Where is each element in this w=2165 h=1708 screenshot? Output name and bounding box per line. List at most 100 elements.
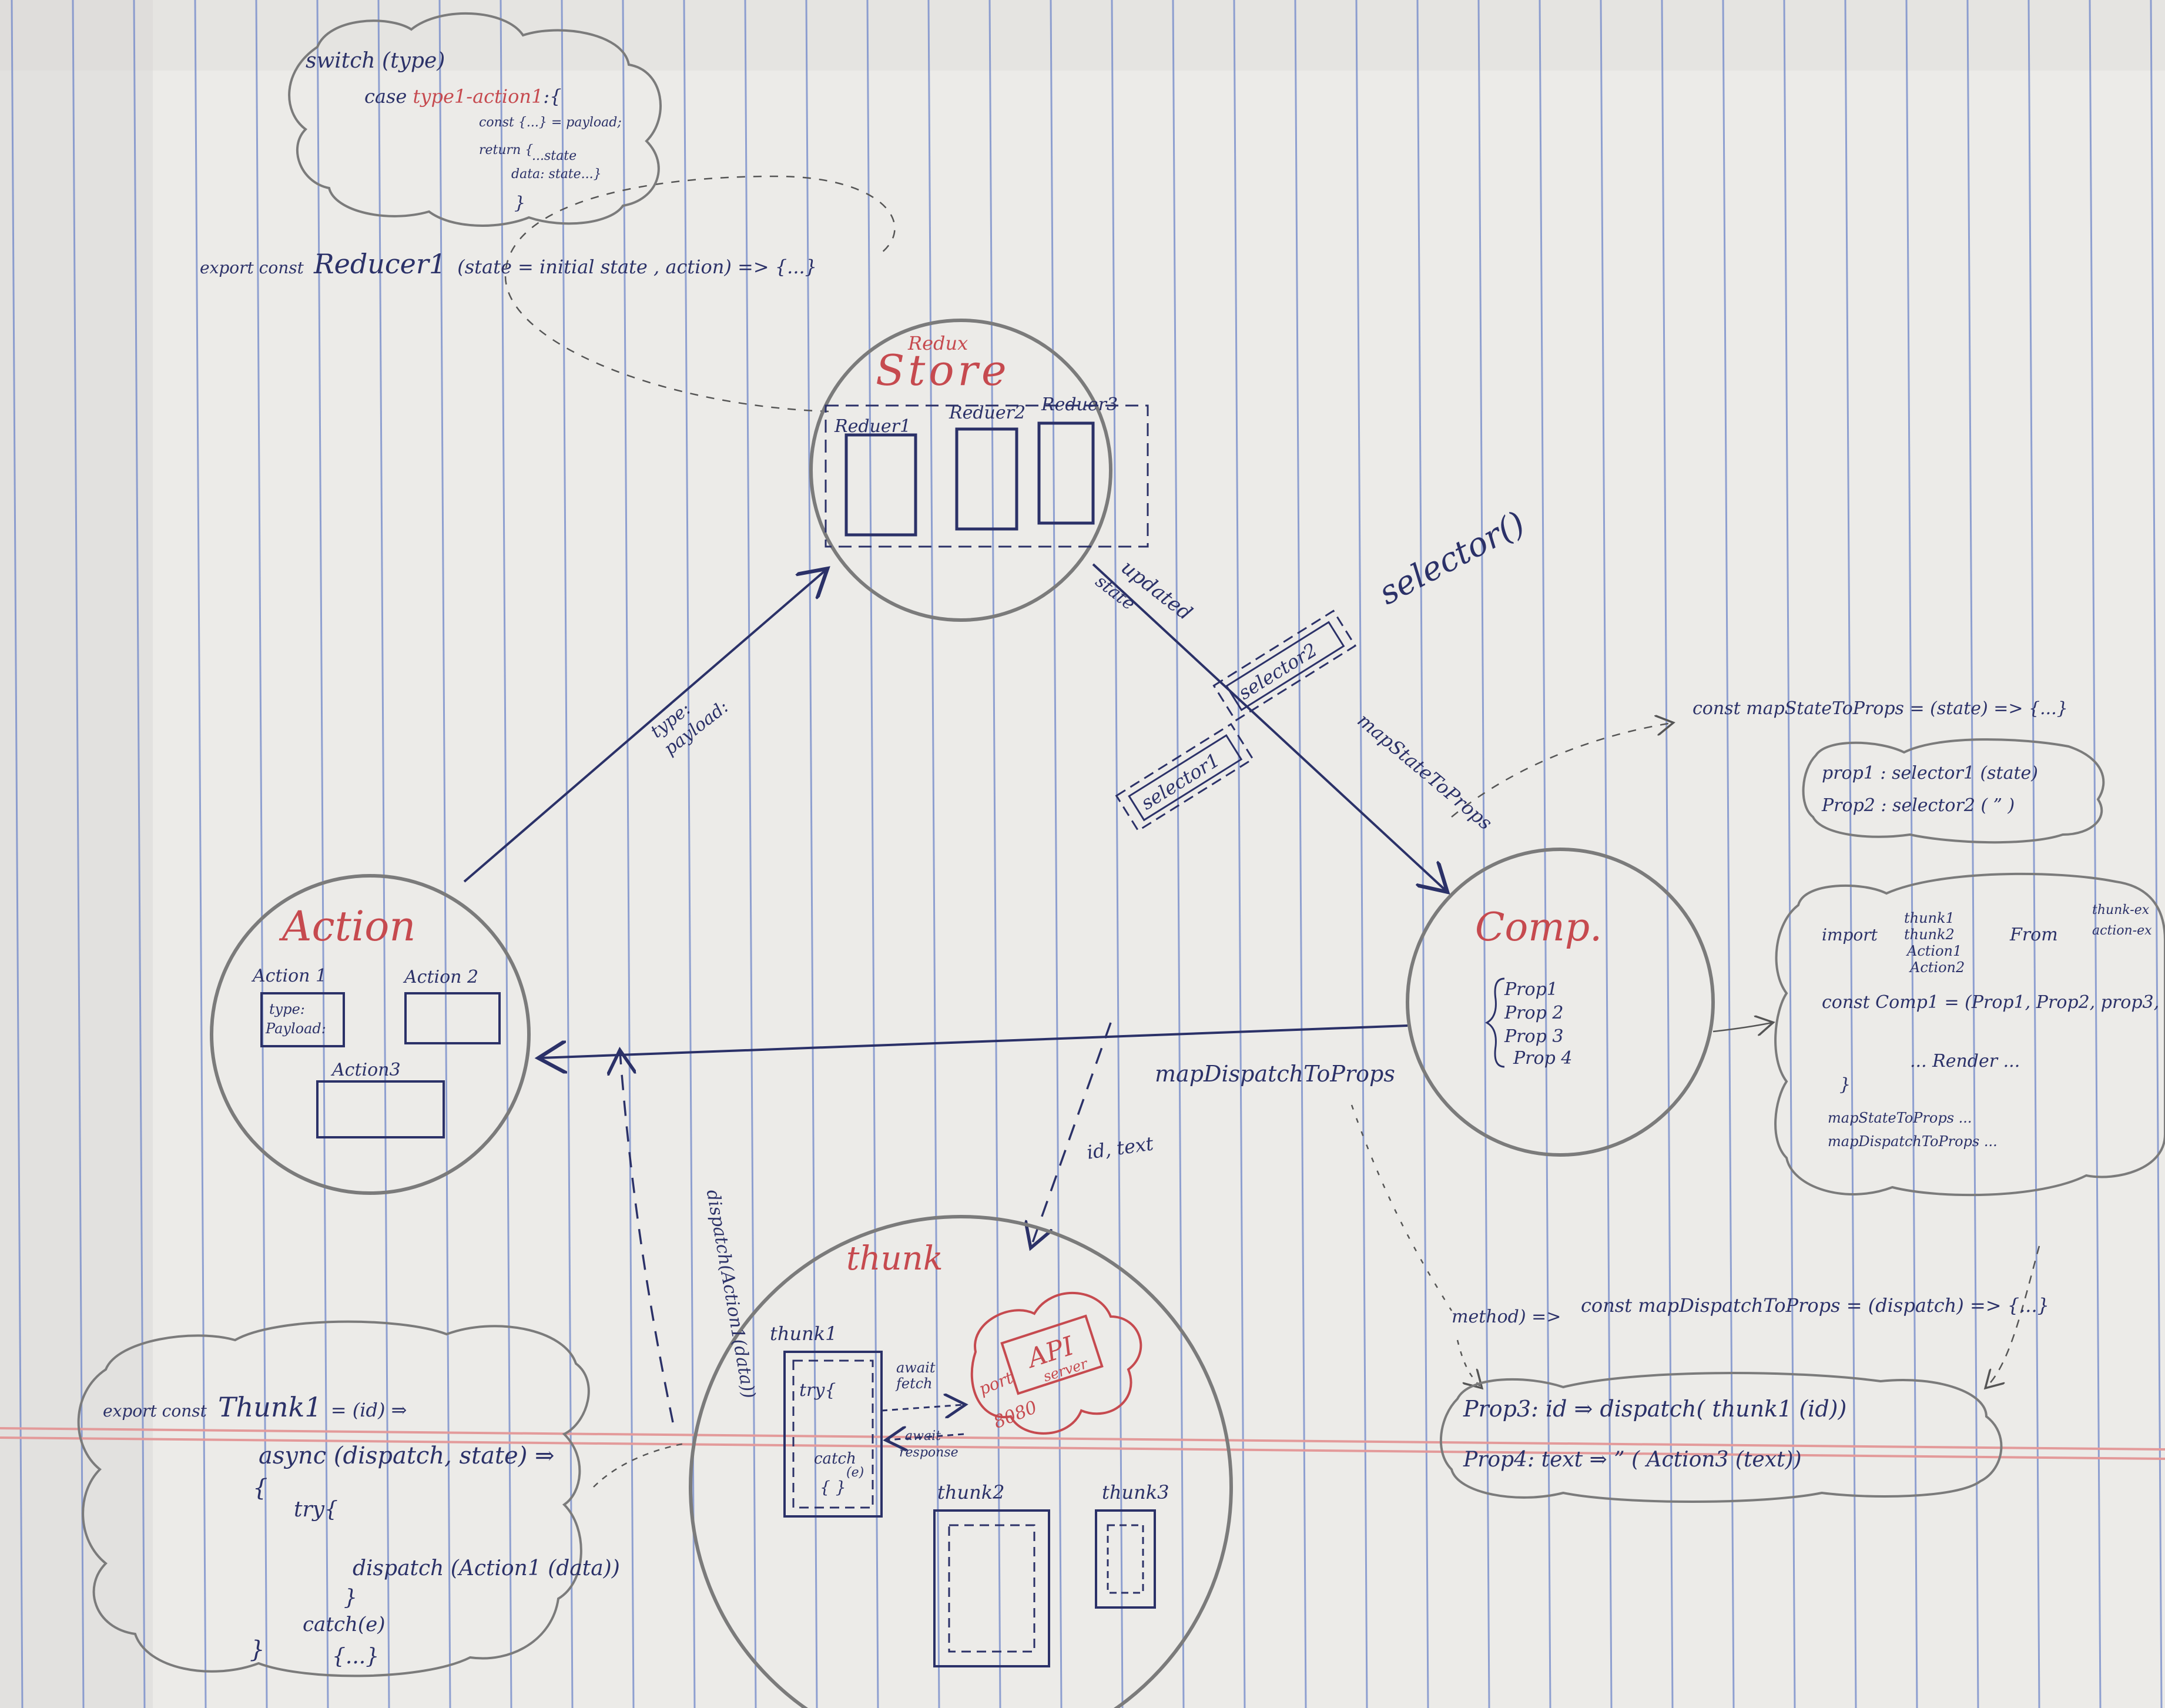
await-fetch-2: fetch	[895, 1375, 933, 1392]
rule-line-35	[2150, 0, 2163, 1708]
reducer1-box	[844, 433, 917, 537]
rule-line-15	[927, 0, 940, 1708]
rule-line-7	[438, 0, 451, 1708]
thunk1-catch: catch	[814, 1450, 856, 1468]
comp-title: Comp.	[1475, 905, 1602, 950]
thunk1-inner-dashed	[792, 1359, 874, 1509]
comp-prop-1: Prop1	[1504, 979, 1558, 1000]
reducer-close-brace: }	[514, 193, 525, 213]
rule-line-20	[1233, 0, 1246, 1708]
selector2-outer	[1212, 609, 1357, 722]
reducer-note: switch (type) case type1-action1:{ const…	[288, 12, 662, 227]
response-arrow	[887, 1434, 964, 1440]
reducer-note-cloud	[288, 12, 662, 227]
case-suffix: :{	[543, 85, 561, 108]
prop3-dispatch-line: Prop3: id ⇒ dispatch( thunk1 (id))	[1463, 1396, 1846, 1422]
rule-line-3	[194, 0, 207, 1708]
thunk3-label: thunk3	[1102, 1481, 1169, 1503]
import-thunk2: thunk2	[1904, 926, 1955, 943]
thunk2-label: thunk2	[937, 1481, 1004, 1503]
comp-note-cloud	[1774, 872, 2165, 1197]
thunk1-box	[783, 1351, 883, 1518]
api-server-box	[1000, 1314, 1104, 1395]
data-line: data: state...}	[511, 167, 602, 182]
action-title: Action	[279, 902, 416, 950]
rule-line-25	[1539, 0, 1551, 1708]
thunk-note-line-4: try{	[294, 1498, 338, 1522]
rule-line-33	[2027, 0, 2040, 1708]
import-thunk1: thunk1	[1904, 910, 1955, 926]
comp-prop-4: Prop 4	[1513, 1048, 1572, 1069]
arrow-action-to-store	[463, 570, 826, 883]
arrow-comp-to-comp-note	[1712, 1023, 1772, 1032]
margin-line-red-2	[0, 1436, 2165, 1460]
arrow-thunk-to-action	[620, 1052, 674, 1423]
map-state-line-1: prop1 : selector1 (state)	[1822, 763, 2038, 783]
import-word: import	[1822, 925, 1878, 945]
thunk-note-line-1: export const Thunk1 = (id) ⇒	[103, 1391, 407, 1423]
comp-map-state-line: mapStateToProps ...	[1828, 1110, 1972, 1126]
rule-line-18	[1111, 0, 1124, 1708]
arrow-comp-to-thunk	[1031, 1022, 1112, 1246]
action-circle	[210, 874, 531, 1195]
rule-line-23	[1416, 0, 1429, 1708]
store-small-label: Redux	[907, 332, 968, 354]
reducer2-label: Reduer2	[949, 403, 1025, 423]
const-payload-line: const {...} = payload;	[479, 115, 622, 130]
rule-line-29	[1783, 0, 1796, 1708]
action1-payload: Payload:	[265, 1020, 326, 1037]
reducer2-box	[955, 427, 1018, 531]
rule-line-26	[1600, 0, 1613, 1708]
rule-line-34	[2089, 0, 2102, 1708]
selector1-outer	[1115, 722, 1254, 832]
map-state-note: const mapStateToProps = (state) => {...}…	[1693, 698, 2105, 844]
thunk-note-line-8: {...}	[332, 1645, 379, 1669]
thunk1-label: thunk1	[770, 1322, 837, 1345]
rule-line-27	[1661, 0, 1674, 1708]
case-line: case type1-action1:{	[364, 85, 562, 108]
thunk1-catch-e: (e)	[846, 1465, 864, 1480]
rule-line-13	[805, 0, 818, 1708]
thunk2-box	[933, 1509, 1050, 1667]
from-word: From	[2009, 925, 2058, 945]
comp-prop-2: Prop 2	[1504, 1003, 1563, 1023]
import-action2: Action2	[1909, 959, 1965, 976]
from-item-1: thunk-ex	[2092, 903, 2150, 917]
case-type-red: type1-action1	[413, 85, 544, 108]
comp-note: import thunk1 thunk2 Action1 Action2 Fro…	[1774, 872, 2165, 1197]
reducer3-box	[1037, 421, 1095, 525]
map-state-signature: const mapStateToProps = (state) => {...}	[1693, 698, 2068, 719]
thunk-export-const: export const	[103, 1401, 207, 1421]
await-response-2: response	[899, 1445, 959, 1460]
thunk1-catch-body: { }	[820, 1478, 846, 1497]
notebook-rule-lines	[11, 0, 2163, 1708]
map-state-note-cloud	[1802, 738, 2105, 844]
arrow-store-to-comp	[1092, 563, 1446, 890]
export-const: export const	[200, 258, 304, 277]
comp-map-dispatch-line: mapDispatchToProps ...	[1828, 1133, 1998, 1150]
await-response-1: await	[905, 1429, 941, 1444]
rule-line-4	[255, 0, 268, 1708]
comp-prop-3: Prop 3	[1504, 1026, 1563, 1047]
rule-line-6	[377, 0, 390, 1708]
comp-props-brace	[1484, 977, 1505, 1068]
comp1-close-brace: }	[1839, 1074, 1851, 1095]
map-dispatch-to-props-label: mapDispatchToProps	[1155, 1061, 1395, 1087]
thunk-export-params: = (id) ⇒	[331, 1399, 407, 1421]
rule-line-8	[500, 0, 512, 1708]
rule-line-30	[1844, 0, 1857, 1708]
await-fetch-1: await	[896, 1359, 936, 1376]
from-item-2: action-ex	[2092, 923, 2152, 938]
thunk-note-line-2: async (dispatch, state) ⇒	[259, 1442, 555, 1469]
rule-line-5	[316, 0, 329, 1708]
arrow-comp-to-action	[541, 1024, 1408, 1058]
arrow-mapdispatch-to-thunk	[1986, 1245, 2040, 1387]
margin-line-red-1	[0, 1427, 2165, 1451]
fetch-arrow	[881, 1405, 964, 1411]
rule-line-2	[133, 0, 146, 1708]
reducers-dashed-box	[825, 404, 1149, 548]
map-dispatch-signature: const mapDispatchToProps = (dispatch) =>…	[1581, 1294, 2049, 1317]
rule-line-32	[1966, 0, 1979, 1708]
rule-line-24	[1477, 0, 1490, 1708]
paper-shadow-left	[0, 0, 153, 1708]
